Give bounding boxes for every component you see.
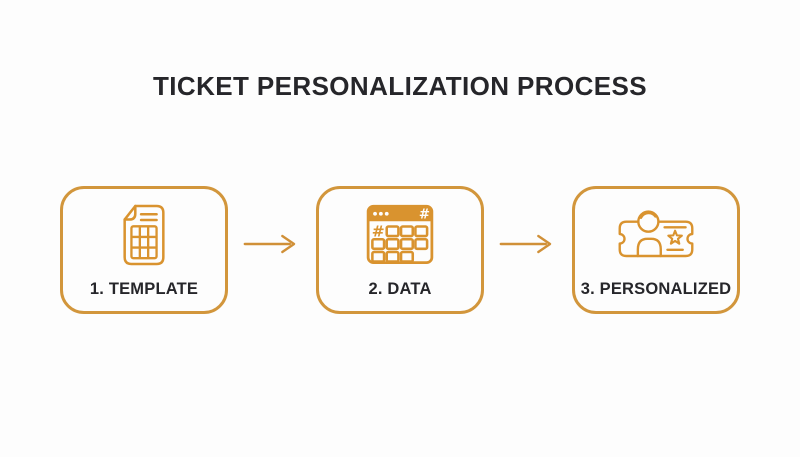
- step-card-personalized: 3. PERSONALIZED: [572, 186, 740, 314]
- row-hash-glyph: #: [372, 222, 385, 240]
- step-label: 1. TEMPLATE: [89, 280, 199, 298]
- connector-2: [484, 186, 572, 314]
- arrow-right-icon: [499, 234, 552, 254]
- template-icon-wrap: [63, 189, 225, 280]
- data-icon-wrap: # #: [319, 189, 481, 280]
- header-hash-glyph: #: [419, 207, 430, 222]
- step-label: 2. DATA: [368, 280, 432, 298]
- connector-1: [228, 186, 316, 314]
- step-label: 3. PERSONALIZED: [580, 280, 732, 298]
- process-flow: 1. TEMPLATE: [0, 186, 800, 314]
- data-table-icon: # #: [366, 204, 434, 264]
- arrow-right-icon: [243, 234, 296, 254]
- page-title: TICKET PERSONALIZATION PROCESS: [153, 71, 647, 101]
- step-card-template: 1. TEMPLATE: [60, 186, 228, 314]
- step-card-data: # # 2. DATA: [316, 186, 484, 314]
- personalized-ticket-icon: [618, 209, 694, 257]
- template-document-icon: [123, 204, 165, 265]
- personalized-icon-wrap: [575, 189, 737, 280]
